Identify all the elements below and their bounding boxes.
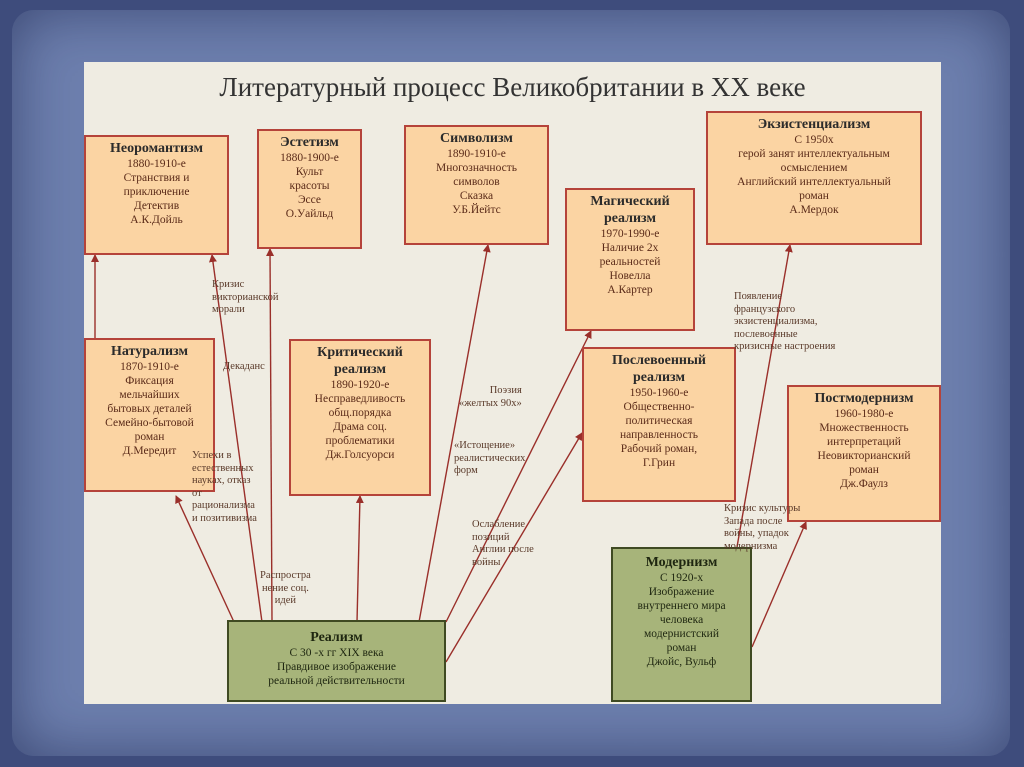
note-exhaustion: «Истощение» реалистических форм	[454, 440, 526, 476]
arrow-modernism-to-postmodernism	[751, 521, 807, 648]
arrow-realism-to-magic-realism	[445, 330, 592, 623]
box-postwar-realism: Послевоенный реализм 1950-1960-е Обществ…	[582, 347, 736, 502]
box-magic-realism: Магический реализм 1970-1990-е Наличие 2…	[565, 188, 695, 331]
slide: Литературный процесс Великобритании в XX…	[84, 62, 941, 704]
arrow-modernism-to-existentialism	[736, 244, 793, 548]
note-decadence: Декаданс	[223, 361, 265, 372]
note-crisis-victorian: Кризис викторианской морали	[212, 279, 279, 315]
note-culture-crisis: Кризис культуры Запада после войны, упад…	[724, 503, 801, 552]
box-naturalism: Натурализм 1870-1910-е Фиксация мельчайш…	[84, 338, 215, 492]
box-aestheticism: Эстетизм 1880-1900-е Культ красоты Эссе …	[257, 129, 362, 249]
note-weakening: Ослабление позиций Англии после войны	[472, 519, 534, 568]
box-symbolism: Символизм 1890-1910-е Многозначность сим…	[404, 125, 549, 245]
note-poetry-90s: Поэзия «желтых 90х»	[459, 385, 522, 409]
box-critical-realism: Критический реализм 1890-1920-е Несправе…	[289, 339, 431, 496]
arrow-realism-to-aestheticism	[266, 248, 275, 623]
arrow-realism-to-naturalism	[175, 495, 235, 623]
arrows-layer	[91, 244, 807, 663]
note-spread-social: Распростра нение соц. идей	[260, 570, 311, 606]
arrow-realism-to-symbolism	[418, 244, 491, 623]
box-realism: Реализм С 30 -х гг XIX века Правдивое из…	[227, 620, 446, 702]
page-title: Литературный процесс Великобритании в XX…	[219, 72, 806, 102]
box-existentialism: Экзистенциализм С 1950х герой занят инте…	[706, 111, 922, 245]
note-french-existentialism: Появление французского экзистенциализма,…	[734, 291, 836, 352]
box-postmodernism: Постмодернизм 1960-1980-е Множественност…	[787, 385, 941, 522]
arrow-realism-to-neoromanticism	[208, 254, 263, 623]
box-modernism: Модернизм С 1920-х Изображение внутренне…	[611, 547, 752, 702]
box-neoromanticism: Неоромантизм 1880-1910-е Странствия и пр…	[84, 135, 229, 255]
note-success-sciences: Успехи в естественных науках, отказ от р…	[192, 450, 257, 524]
arrow-realism-to-postwar-realism	[445, 432, 583, 663]
arrow-realism-to-critical-realism	[355, 495, 364, 623]
